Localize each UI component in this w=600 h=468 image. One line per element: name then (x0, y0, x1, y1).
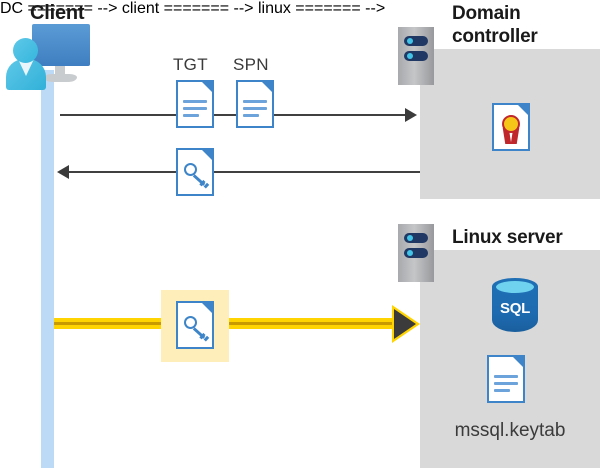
person-collar-icon (18, 59, 34, 76)
domain-controller-title: Domain controller (452, 3, 538, 47)
rack-bar-top (404, 36, 428, 46)
document-line (494, 375, 518, 378)
request-arrow-segment (274, 114, 406, 116)
document-fold (260, 80, 274, 94)
rack-led-bottom (407, 53, 413, 59)
document-line (183, 100, 207, 103)
response-arrow-segment (214, 171, 420, 173)
rack-led-top (407, 235, 413, 241)
key-document-icon (176, 148, 214, 196)
keytab-filename-label: mssql.keytab (454, 420, 566, 441)
rack-bar-bottom (404, 51, 428, 61)
document-text-lines (494, 375, 518, 396)
document-line (183, 107, 207, 110)
rack-led-top (407, 38, 413, 44)
key-glyph (183, 162, 209, 189)
key-glyph (183, 315, 209, 342)
service-ticket-arrow-core (54, 322, 176, 325)
client-lifeline (41, 70, 54, 468)
response-arrow-segment (69, 171, 176, 173)
document-line (243, 107, 267, 110)
request-arrow-segment (214, 114, 236, 116)
rack-bar-bottom (404, 248, 428, 258)
document-fold (200, 148, 214, 162)
spn-document-icon (236, 80, 274, 128)
key-tooth (203, 182, 209, 189)
document-text-lines (243, 100, 267, 121)
linux-server-title: Linux server (452, 227, 563, 248)
user-computer-icon (6, 24, 92, 96)
document-line (494, 382, 518, 385)
certificate-fold (516, 103, 530, 117)
client-title: Client (30, 2, 85, 24)
monitor-neck-icon (55, 66, 65, 76)
request-arrowhead (405, 108, 417, 122)
certificate-document-icon (492, 103, 530, 151)
document-line (494, 389, 510, 392)
monitor-screen-icon (32, 24, 90, 66)
key-tooth (203, 335, 209, 342)
sql-cylinder-top-inner (496, 281, 534, 293)
rack-led-bottom (407, 250, 413, 256)
key-ring (184, 316, 197, 329)
domain-controller-server-rack-icon (398, 27, 434, 85)
service-ticket-arrowhead (394, 309, 416, 339)
sql-database-icon: SQL (487, 278, 543, 340)
linux-server-rack-icon (398, 224, 434, 282)
document-fold (200, 301, 214, 315)
monitor-base-icon (44, 74, 77, 82)
tgt-label: TGT (173, 55, 208, 74)
document-line (243, 100, 267, 103)
response-arrowhead (57, 165, 69, 179)
request-arrow-segment (60, 114, 176, 116)
service-ticket-arrow-core (229, 322, 406, 325)
document-line (183, 114, 199, 117)
person-head-icon (13, 38, 38, 63)
document-fold (511, 355, 525, 369)
spn-label: SPN (233, 55, 269, 74)
keytab-document-icon (487, 355, 525, 403)
key-document-icon (176, 301, 214, 349)
document-line (243, 114, 259, 117)
sql-label: SQL (500, 300, 530, 317)
rack-bar-top (404, 233, 428, 243)
document-text-lines (183, 100, 207, 121)
document-fold (200, 80, 214, 94)
tgt-document-icon (176, 80, 214, 128)
key-ring (184, 163, 197, 176)
certificate-seal (502, 115, 520, 133)
